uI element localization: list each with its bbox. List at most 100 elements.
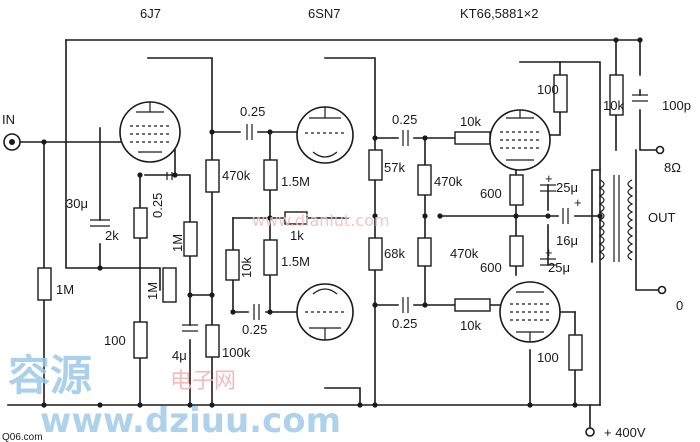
capacitor-0.25-top — [246, 124, 253, 140]
label-1M-vertical-a: 1M — [170, 234, 185, 252]
label-1k: 1k — [290, 228, 304, 243]
label-100p: 100p — [662, 98, 691, 113]
tube-KT66-bottom — [499, 281, 561, 343]
tube-label-6SN7: 6SN7 — [308, 6, 341, 21]
port-labels: IN OUT 8Ω 0 + 400V — [2, 112, 683, 440]
capacitor-25u-a — [540, 184, 556, 192]
resistor-470k-a — [205, 159, 220, 193]
tube-6SN7-bottom — [296, 283, 354, 341]
output-8ohm-label: 8Ω — [664, 160, 681, 175]
resistor-100-a — [133, 321, 148, 359]
label-100-a: 100 — [104, 333, 126, 348]
tube-label-6J7: 6J7 — [140, 6, 161, 21]
label-1.5M-b: 1.5M — [281, 254, 310, 269]
label-100-b: 100 — [537, 82, 559, 97]
capacitor-0.25-right-bottom — [402, 297, 409, 313]
watermark-faint: www.dianlut.com — [252, 211, 390, 230]
resistor-1.5M-a — [263, 159, 278, 191]
input-label: IN — [2, 112, 15, 127]
label-10k-feedback: 10k — [603, 98, 624, 113]
resistor-600-b — [509, 235, 524, 267]
terminal-supply — [585, 427, 595, 437]
output-transformer — [598, 175, 634, 262]
resistor-10k-feedback — [609, 74, 624, 116]
label-100k: 100k — [222, 345, 251, 360]
capacitor-16u — [562, 208, 569, 224]
label-0.25-right-top: 0.25 — [392, 112, 417, 127]
capacitor-small-cathode — [166, 172, 173, 180]
resistor-68k — [368, 237, 383, 271]
headers: 6J7 6SN7 KT66,5881×2 — [140, 6, 538, 21]
label-470k-c: 470k — [450, 246, 479, 261]
label-10k-top: 10k — [460, 114, 481, 129]
component-labels: 30μ 2k 0.25 1M 1M 1M 100 4μ 470k 100k 0.… — [56, 82, 691, 365]
capacitor-30u — [90, 219, 110, 227]
resistor-0.25-area — [133, 207, 148, 239]
label-1M-input: 1M — [56, 282, 74, 297]
capacitor-0.25-right-top — [402, 130, 409, 146]
tube-6J7 — [119, 101, 181, 163]
resistor-600-a — [509, 174, 524, 206]
watermark-site: www.dziuu.com — [40, 401, 341, 441]
resistor-470k-c — [417, 237, 432, 267]
capacitor-0.25-bottom — [253, 304, 260, 320]
label-plus-b: + — [545, 245, 553, 260]
output-zero-label: 0 — [676, 298, 683, 313]
resistor-57k — [368, 149, 383, 181]
label-2k: 2k — [105, 228, 119, 243]
label-10k-bottom: 10k — [460, 318, 481, 333]
resistor-100-c — [568, 334, 583, 371]
resistor-10k-b — [454, 131, 491, 145]
resistor-10k-a — [225, 249, 240, 281]
input-jack — [3, 133, 21, 151]
label-1M-vertical-b: 1M — [145, 282, 160, 300]
resistor-1k — [284, 211, 308, 225]
watermark-sub: 电子网 — [170, 369, 236, 394]
label-plus-c: + — [574, 195, 582, 210]
label-470k-a: 470k — [222, 168, 251, 183]
wiring — [7, 39, 663, 429]
capacitor-25u-b — [540, 258, 556, 266]
tube-label-KT66: KT66,5881×2 — [460, 6, 538, 21]
label-0.25-top: 0.25 — [240, 104, 265, 119]
label-68k: 68k — [384, 246, 405, 261]
tube-6SN7-top — [296, 106, 354, 164]
resistor-1M-a — [183, 221, 198, 257]
label-25u-b: 25μ — [548, 260, 570, 275]
label-600-a: 600 — [480, 186, 502, 201]
resistor-1M-b — [162, 267, 177, 303]
capacitor-100p — [632, 94, 648, 102]
label-100-c: 100 — [537, 350, 559, 365]
resistor-1M-input — [37, 267, 52, 301]
terminal-0 — [657, 285, 667, 295]
label-25u-a: 25μ — [556, 180, 578, 195]
watermark-corner: Q06.com — [2, 432, 43, 442]
capacitors — [90, 94, 648, 332]
terminal-8ohm — [655, 145, 665, 155]
resistor-470k-b — [417, 164, 432, 196]
label-0.25-vertical: 0.25 — [150, 193, 165, 218]
watermark-brand: 容源 — [8, 351, 92, 400]
label-470k-b: 470k — [434, 174, 463, 189]
label-0.25-bottom: 0.25 — [242, 322, 267, 337]
tube-KT66-top — [489, 109, 551, 171]
junction-dots — [41, 37, 643, 408]
supply-label: + 400V — [604, 425, 646, 440]
watermark: 容源 电子网 www.dziuu.com www.dianlut.com Q06… — [2, 211, 390, 442]
output-label: OUT — [648, 210, 676, 225]
label-1.5M-a: 1.5M — [281, 174, 310, 189]
label-4u: 4μ — [172, 348, 187, 363]
label-16u: 16μ — [556, 233, 578, 248]
label-plus-a: + — [545, 171, 553, 186]
label-57k: 57k — [384, 160, 405, 175]
resistor-10k-c — [454, 298, 491, 312]
label-0.25-right-bottom: 0.25 — [392, 316, 417, 331]
capacitor-4u — [182, 324, 198, 332]
resistor-100-b — [553, 74, 568, 113]
label-10k-vertical: 10k — [239, 257, 254, 278]
resistor-100k — [205, 324, 220, 358]
label-30u: 30μ — [66, 196, 88, 211]
label-600-b: 600 — [480, 260, 502, 275]
resistor-1.5M-b — [263, 239, 278, 276]
